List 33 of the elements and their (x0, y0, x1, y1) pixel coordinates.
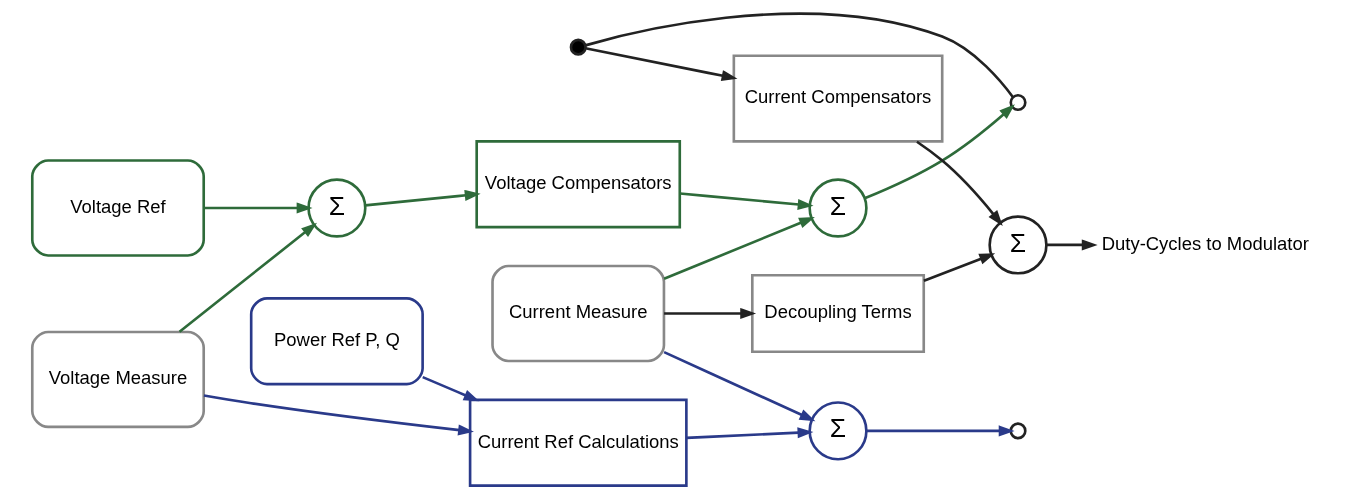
connector (584, 12, 1014, 98)
arrow (915, 140, 1003, 226)
node-box: Power Ref P, Q (249, 297, 424, 386)
arrow (685, 427, 813, 440)
arrow (203, 202, 312, 214)
arrow (421, 375, 479, 402)
arrow (922, 253, 995, 283)
arrow (663, 350, 815, 422)
arrow (866, 425, 1015, 437)
node-circle (1008, 93, 1027, 112)
node-box: Current Measure (490, 264, 665, 363)
node-circle: Σ (807, 401, 868, 461)
node-box: Voltage Compensators (474, 140, 681, 229)
arrow (364, 189, 481, 207)
node-circle: Σ (987, 215, 1048, 275)
node-circle: Σ (807, 178, 868, 238)
arrow (863, 104, 1015, 200)
node-box: Voltage Ref (30, 159, 205, 257)
node-circle: Σ (306, 178, 367, 238)
node-box: Voltage Measure (30, 330, 205, 429)
arrow (203, 394, 474, 436)
node-box: Current Ref Calculations (468, 398, 688, 487)
arrow (584, 47, 737, 82)
node-box: Decoupling Terms (750, 273, 925, 354)
node-box: Current Compensators (732, 54, 944, 143)
node-text: Duty-Cycles to Modulator (1101, 232, 1309, 254)
arrow (679, 192, 814, 210)
arrow (178, 222, 317, 333)
node-circle (1008, 422, 1027, 440)
arrow (1046, 239, 1098, 251)
node-circle (569, 38, 587, 56)
arrow (663, 216, 815, 281)
arrow (663, 307, 756, 320)
